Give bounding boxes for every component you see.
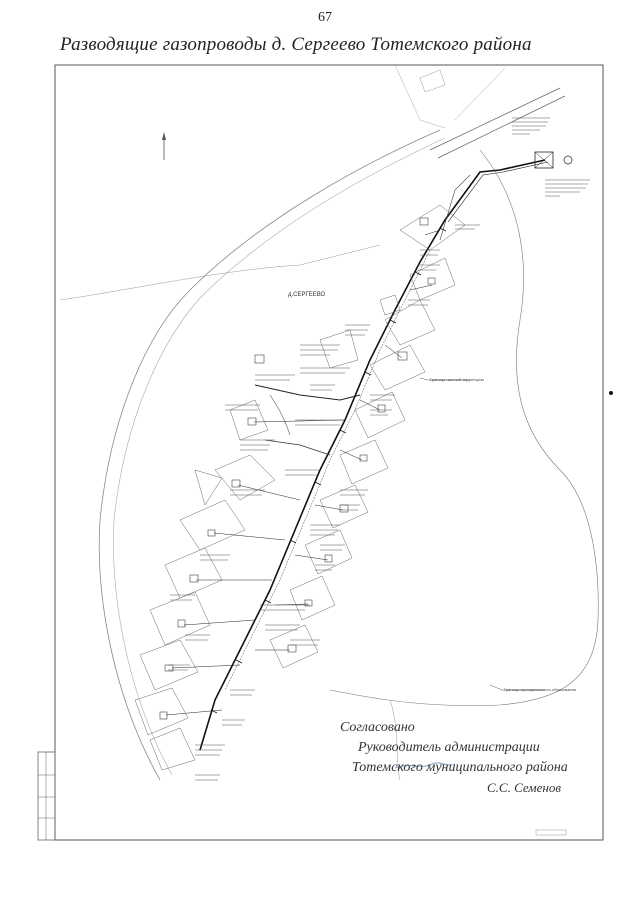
main-pipeline <box>199 159 546 751</box>
page-number: 67 <box>318 10 332 25</box>
land-plots-left <box>134 399 276 771</box>
road-outer <box>98 129 441 781</box>
page-title: Разводящие газопроводы д. Сергеево Тотем… <box>60 34 532 55</box>
annotation-blocks <box>168 117 590 781</box>
service-lines <box>165 229 441 716</box>
title-block-strip <box>37 751 56 841</box>
signer-name: С.С. Семенов <box>487 780 561 795</box>
road-inner <box>113 137 446 776</box>
approval-line-3: Тотемского муниципального района <box>352 760 568 775</box>
settlement-boundary <box>329 149 599 706</box>
north-arrow-icon <box>162 132 166 160</box>
municipal-boundary-note: Граница муниципального образования <box>504 687 577 692</box>
branch-pipeline <box>254 384 361 401</box>
pipeline-ticks <box>210 227 447 714</box>
approval-line-1: Согласовано <box>340 720 415 735</box>
drawing-frame <box>54 64 604 841</box>
stamp-scribble <box>394 762 456 769</box>
approval-line-2: Руководитель администрации <box>358 740 540 755</box>
village-label: д.СЕРГЕЕВО <box>288 292 326 298</box>
road-upper <box>429 87 566 159</box>
private-territory-note: Граница частной территории <box>430 377 484 382</box>
land-plots-right <box>269 204 466 669</box>
connection-point-icon <box>534 151 573 169</box>
